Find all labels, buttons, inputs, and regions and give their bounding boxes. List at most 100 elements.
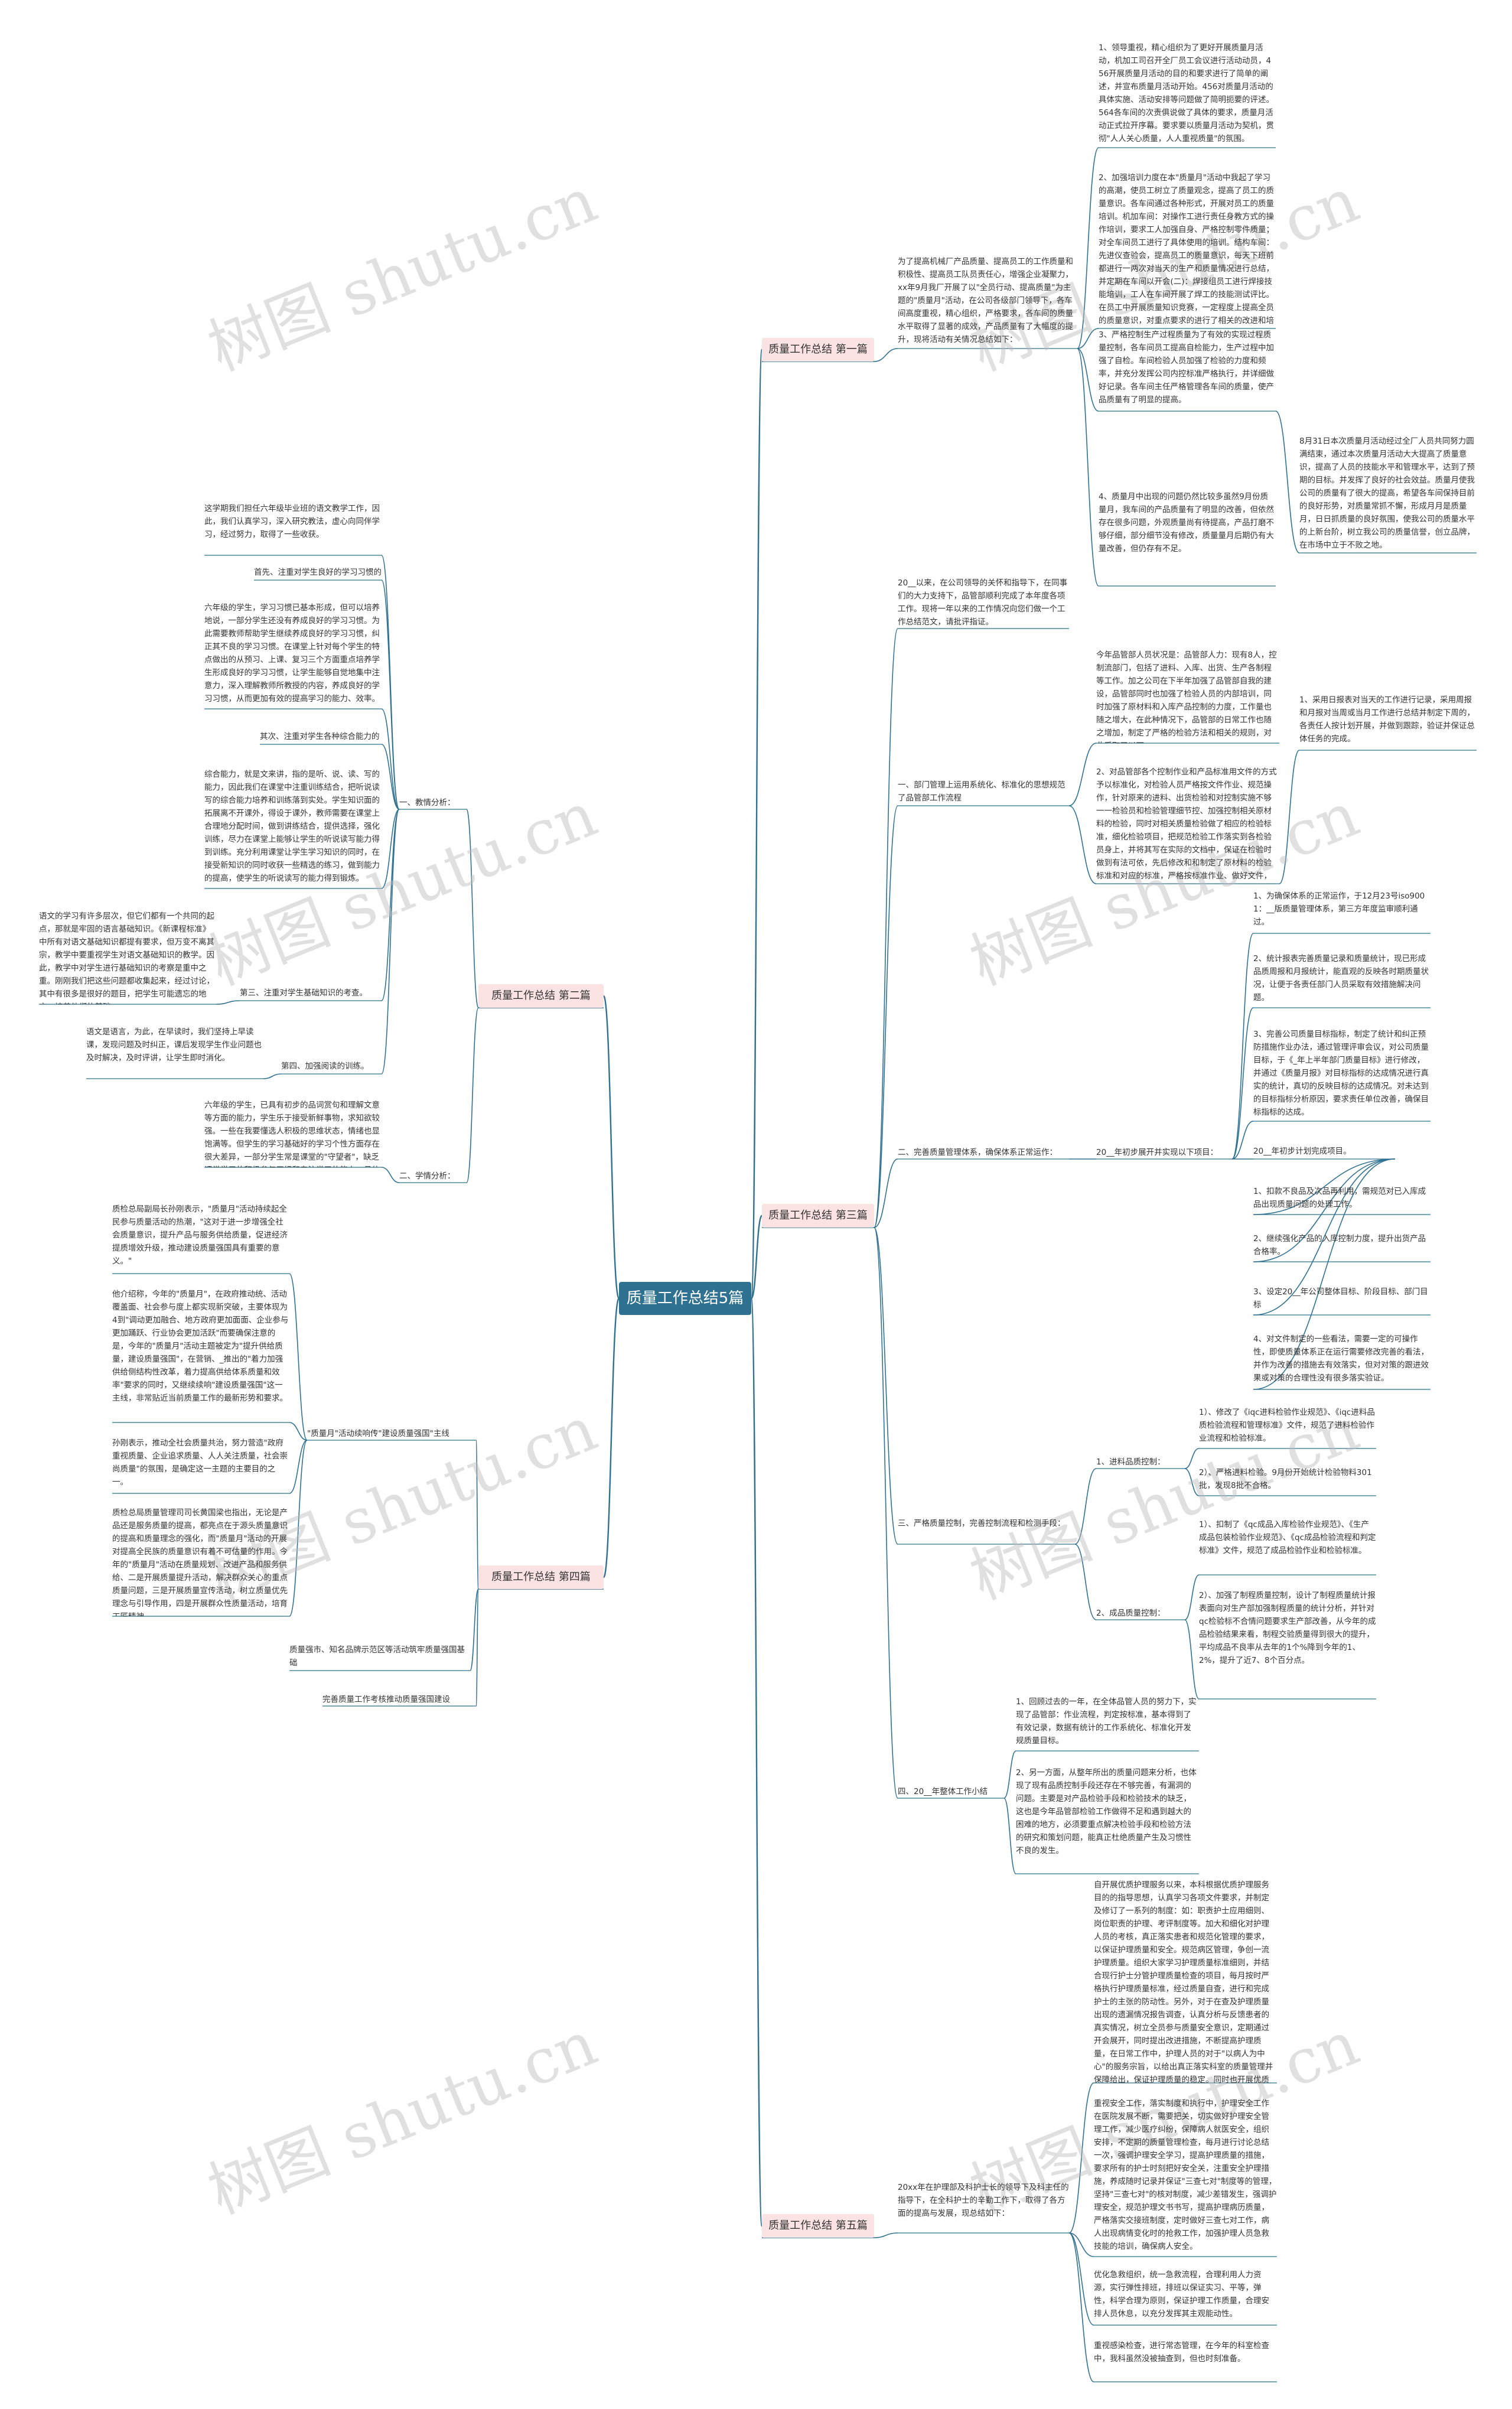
s3-b4-item-1[interactable]: 1、回顾过去的一年，在全体品管人员的努力下，实现了品管部：作业流程，判定按标准，… <box>1016 1697 1197 1746</box>
s1-item-2[interactable]: 2、加强培训力度在本"质量月"活动中我起了学习的高潮，使员工树立了质量观念，提高… <box>1099 173 1274 325</box>
s1-item-3[interactable]: 3、严格控制生产过程质量为了有效的实现过程质量控制，各车间员工提高自检能力，生产… <box>1099 330 1274 405</box>
s4-branch-2[interactable]: 质量强市、知名品牌示范区等活动筑牢质量强国基础 <box>289 1645 465 1668</box>
connector-line <box>1279 750 1300 884</box>
s1-intro[interactable]: 为了提高机械厂产品质量、提高员工的工作质量和积极性、提高员工队员责任心，增强企业… <box>898 257 1073 344</box>
connector-line <box>1077 328 1099 349</box>
connector-line <box>381 809 400 1001</box>
s5-item-3[interactable]: 优化急救组织，统一急救流程，合理利用人力资源，实行弹性排班，排班以保证实习、平等… <box>1094 2270 1269 2319</box>
s2-branch-1[interactable]: 一、教情分析： <box>399 798 455 808</box>
connector-line <box>1068 743 1097 806</box>
connector-line <box>1077 348 1099 587</box>
s4-branch-1[interactable]: "质量月"活动续响传"建设质量强国"主线 <box>307 1429 449 1438</box>
s3-b3-item-3[interactable]: 1）、扣制了《qc成品入库检验作业规范》、《生产成品包装检验作业规范》、《qc成… <box>1199 1520 1376 1555</box>
connector-line <box>475 1588 479 1707</box>
connector-line <box>381 809 400 1075</box>
s3-b3-branch-1[interactable]: 1、进料品质控制： <box>1096 1457 1165 1467</box>
s2-item-9[interactable]: 第四、加强阅读的训练。 <box>281 1062 369 1071</box>
s3-b1-item-2[interactable]: 2、对品管部各个控制作业和产品标准用文件的方式予以标准化，对检验人员严格按文件作… <box>1096 767 1277 881</box>
main-topic-4[interactable]: 质量工作总结 第四篇 <box>478 1565 604 1589</box>
connector-line <box>466 809 479 1008</box>
connector-line <box>1253 1158 1396 1316</box>
s4-branch-3[interactable]: 完善质量工作考核推动质量强国建设 <box>322 1695 450 1704</box>
s1-item-4[interactable]: 8月31日本次质量月活动经过全厂人员共同努力圆满结束，通过本次质量月活动大大提高… <box>1299 437 1475 550</box>
s2-item-5[interactable]: 综合能力，就是文来讲，指的是听、说、读、写的能力，因此我们在课堂中注重训练结合，… <box>204 770 380 883</box>
connector-line <box>874 1227 898 1545</box>
s1-item-1[interactable]: 1、领导重视，精心组织为了更好开展质量月活动，机加工司召开全厂员工会议进行活动动… <box>1099 43 1274 144</box>
s3-b2-item-2[interactable]: 2、统计报表完善质量记录和质量统计，现已形成品质周报和月报统计，能直观的反映各时… <box>1253 954 1429 1002</box>
s4-item-2[interactable]: 他介绍称，今年的"质量月"，在政府推动统、活动覆盖面、社会参与度上都实现新突破，… <box>112 1290 289 1403</box>
connector-line <box>874 1158 898 1228</box>
connector-line <box>874 628 898 1228</box>
connector-line <box>1184 1448 1200 1469</box>
s2-item-8[interactable]: 语文是语言，为此，在早读时，我们坚持上早读课，发现问题及时纠正，课后发现学生作业… <box>86 1027 262 1063</box>
s3-branch-3[interactable]: 三、严格质量控制，完善控制流程和检测手段： <box>898 1519 1065 1528</box>
connector-line <box>1074 1468 1097 1545</box>
connector-line <box>1231 1121 1254 1160</box>
s2-item-1[interactable]: 这学期我们担任六年级毕业班的语文教学工作，因此，我们认真学习，深入研究教法，虚心… <box>204 504 380 539</box>
connector-line <box>1074 1544 1097 1620</box>
connector-line <box>289 1440 308 1494</box>
connector-line <box>381 1167 400 1183</box>
s3-branch-4[interactable]: 四、20__年整体工作小结 <box>898 1787 988 1796</box>
connector-line <box>381 555 400 810</box>
connector-line <box>750 349 763 1300</box>
main-topic-2[interactable]: 质量工作总结 第二篇 <box>478 984 604 1008</box>
main-topic-1[interactable]: 质量工作总结 第一篇 <box>762 338 874 362</box>
connector-line <box>1068 2232 1094 2326</box>
s1-item-5[interactable]: 4、质量月中出现的问题仍然比较多虽然9月份质量月，我车间的产品质量有了明显的改善… <box>1099 492 1274 554</box>
s3-b3-item-1[interactable]: 1）、修改了《iqc进料检验作业规范》、《iqc进料品质检验流程和管理标准》文件… <box>1199 1408 1375 1443</box>
s2-item-10[interactable]: 六年级的学生，已具有初步的品词赏句和理解文意等方面的能力，学生乐于接受新鲜事物，… <box>204 1101 380 1167</box>
s5-intro[interactable]: 20xx年在护理部及科护士长的领导下及科主任的指导下，在全科护士的辛勤工作下，取… <box>898 2183 1069 2218</box>
connector-line <box>466 1007 479 1183</box>
main-topic-3[interactable]: 质量工作总结 第三篇 <box>762 1204 874 1228</box>
s2-item-7[interactable]: 第三、注重对学生基础知识的考查。 <box>240 988 367 998</box>
connector-line <box>1077 348 1099 412</box>
connector-line <box>750 1297 763 2227</box>
s3-b2-item-7[interactable]: 3、设定20__年公司整体目标、阶段目标、部门目标 <box>1253 1287 1428 1310</box>
s3-b2-sub[interactable]: 20__年初步展开并实现以下项目： <box>1096 1148 1218 1157</box>
s3-b3-item-2[interactable]: 2）、严格进料检验。9月份开始统计检验物料301批，发现8批不合格。 <box>1199 1468 1372 1490</box>
s3-branch-2[interactable]: 二、完善质量管理体系，确保体系正常运作： <box>898 1148 1057 1157</box>
connector-line <box>1068 2232 1094 2382</box>
s4-item-3[interactable]: 孙刚表示，推动全社会质量共治，努力营造"政府重视质量、企业追求质量、人人关注质量… <box>112 1438 288 1487</box>
s3-b2-item-6[interactable]: 2、继续强化产品的入库控制力度，提升出货产品合格率。 <box>1253 1234 1426 1256</box>
connector-line <box>602 1297 620 1578</box>
connector-line <box>1231 1007 1254 1160</box>
s3-b3-item-4[interactable]: 2）、加强了制程质量控制，设计了制程质量统计报表面向对生产部加强制程质量的统计分… <box>1199 1591 1376 1665</box>
connector-line <box>1068 2232 1094 2257</box>
s3-intro[interactable]: 20__以来，在公司领导的关怀和指导下，在同事们的大力支持下，品管部顺利完成了本… <box>898 578 1068 627</box>
s4-item-1[interactable]: 质检总局副局长孙刚表示，"质量月"活动持续起全民参与质量活动的热潮，"这对于进一… <box>112 1204 288 1266</box>
connector-line <box>874 2232 898 2238</box>
s2-item-2[interactable]: 首先、注重对学生良好的学习习惯的培养。 <box>254 568 382 577</box>
s3-b1-item-1[interactable]: 今年品管部人员状况是：品管部人力：现有8人，控制流部门，包括了进料、入库、出货、… <box>1096 650 1277 743</box>
s3-b2-item-8[interactable]: 4、对文件制定的一些看法，需要一定的可操作性，即使质量体系正在运行需要修改完善的… <box>1253 1334 1429 1383</box>
connector-line <box>475 1440 479 1590</box>
s2-branch-2[interactable]: 二、学情分析： <box>399 1171 455 1181</box>
s3-branch-1[interactable]: 一、部门管理上运用系统化、标准化的思想规范了品管部工作流程 <box>898 780 1065 803</box>
s2-item-3[interactable]: 六年级的学生，学习习惯已基本形成，但可以培养地说，一部分学生还没有养成良好的学习… <box>204 603 380 704</box>
s5-item-2[interactable]: 重视安全工作，落实制度和执行中，护理安全工作在医院发展不断，需要把关，切实做好护… <box>1094 2099 1277 2251</box>
connector-line <box>289 1273 308 1441</box>
s5-item-4[interactable]: 重视感染检查，进行常态管理，在今年的科室检查中，我科虽然没被抽查到，但也时刻准备… <box>1094 2341 1269 2364</box>
s3-b2-item-4[interactable]: 20__年初步计划完成项目。 <box>1253 1147 1351 1156</box>
connector-line <box>381 809 400 889</box>
s3-b3-branch-2[interactable]: 2、成品质量控制： <box>1096 1609 1165 1618</box>
main-topic-5[interactable]: 质量工作总结 第五篇 <box>762 2214 874 2238</box>
s2-item-4[interactable]: 其次、注重对学生各种综合能力的培养。 <box>260 732 380 741</box>
s3-b2-item-5[interactable]: 1、扣款不良品及次品再利用，需规范对已入库成品出现质量问题的处理工作。 <box>1253 1187 1426 1209</box>
s3-b2-item-3[interactable]: 3、完善公司质量目标指标，制定了统计和纠正预防措施作业办法，通过管理评审会议，对… <box>1253 1030 1429 1117</box>
s5-item-1[interactable]: 自开展优质护理服务以来，本科根据优质护理服务目的的指导思想，认真学习各项文件要求… <box>1094 1880 1273 2083</box>
connector-line <box>874 1227 898 1799</box>
s3-b2-item-1[interactable]: 1、为确保体系的正常运作，于12月23号iso9001：__版质量管理体系，第三… <box>1253 891 1425 927</box>
connector-line <box>1184 1619 1200 1700</box>
connector-line <box>381 708 400 810</box>
s2-item-6[interactable]: 语文的学习有许多层次，但它们都有一个共同的起点，那就是牢固的语言基础知识。《新课… <box>39 911 214 1004</box>
connector-line <box>1253 1158 1396 1390</box>
s3-b4-item-2[interactable]: 2、另一方面，从整年所出的质量问题来分析，也体现了现有品质控制手段还存在不够完善… <box>1016 1768 1197 1855</box>
connector-line <box>381 580 400 810</box>
s3-b1-item-3[interactable]: 1、采用日报表对当天的工作进行记录，采用周报和月报对当周或当月工作进行总结并制定… <box>1299 695 1475 744</box>
root-topic[interactable]: 质量工作总结5篇 <box>619 1282 751 1315</box>
connector-line <box>1003 1750 1016 1799</box>
s4-item-4[interactable]: 质检总局质量管理司司长黄国梁也指出，无论是产品还是服务质量的提高，都亮点在于源头… <box>112 1508 288 1616</box>
